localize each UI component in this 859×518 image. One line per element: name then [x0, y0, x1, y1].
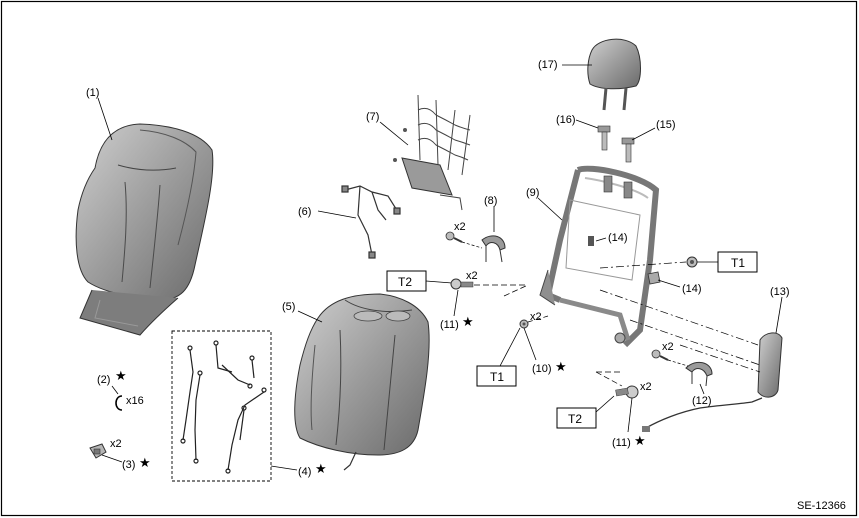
- trim-wires: [180, 340, 267, 474]
- bolt-11-upper: [450, 278, 474, 290]
- torque-box-t2b: [556, 407, 597, 429]
- nut-10: [519, 319, 529, 329]
- callout-2: (2): [97, 374, 110, 386]
- qty-x2-bolt11a: x2: [466, 270, 478, 282]
- torque-t1b: T1: [731, 256, 745, 270]
- headrest-guide-16: [597, 125, 611, 151]
- clip-part: [115, 395, 123, 411]
- star-2: ★: [115, 368, 127, 383]
- star-11b: ★: [634, 433, 646, 448]
- qty-x2-screw8: x2: [454, 221, 466, 233]
- torque-box-t1b: [717, 251, 758, 273]
- wire-kit-box: [171, 330, 272, 482]
- callout-5: (5): [282, 301, 295, 313]
- callout-11b: (11): [612, 437, 631, 449]
- callout-8: (8): [484, 195, 497, 207]
- screw-12: [651, 349, 669, 361]
- reference-code: SE-12366: [797, 500, 846, 512]
- callout-13: (13): [770, 286, 790, 298]
- star-10: ★: [555, 359, 567, 374]
- lumbar-spring-assembly: [393, 94, 471, 211]
- seat-back-frame: [539, 165, 660, 348]
- callout-3: (3): [122, 459, 135, 471]
- retainer-clip: [89, 443, 107, 459]
- torque-box-t1a: [476, 365, 517, 387]
- qty-x2-clip: x2: [110, 438, 122, 450]
- torque-t2b: T2: [568, 412, 582, 426]
- star-11a: ★: [462, 314, 474, 329]
- nut-t1-right: [686, 256, 698, 268]
- screw-8: [445, 231, 463, 243]
- callout-14a: (14): [608, 232, 628, 244]
- callout-16: (16): [556, 114, 576, 126]
- callout-15: (15): [656, 119, 676, 131]
- bracket-8: [481, 235, 506, 263]
- star-3: ★: [139, 455, 151, 470]
- callout-10: (10): [532, 363, 552, 375]
- seat-back-trim-cover: [75, 123, 214, 336]
- headrest-guide-15: [621, 137, 635, 163]
- callout-14b: (14): [682, 283, 702, 295]
- bolt-11-lower: [615, 385, 639, 399]
- qty-x2-nut10: x2: [530, 311, 542, 323]
- bracket-12: [685, 361, 713, 387]
- torque-t2a: T2: [398, 275, 412, 289]
- star-4: ★: [315, 461, 327, 476]
- seat-back-pad: [294, 293, 430, 471]
- callout-12: (12): [692, 395, 712, 407]
- callout-9: (9): [526, 187, 539, 199]
- qty-x2-screw12: x2: [662, 341, 674, 353]
- callout-4: (4): [298, 466, 311, 478]
- callout-1: (1): [86, 87, 99, 99]
- torque-t1a: T1: [490, 370, 504, 384]
- wiring-harness: [341, 185, 401, 259]
- qty-x16: x16: [126, 395, 144, 407]
- side-airbag-module: [642, 332, 783, 432]
- qty-x2-bolt11b: x2: [640, 381, 652, 393]
- callout-7: (7): [366, 111, 379, 123]
- callout-17: (17): [538, 59, 558, 71]
- callout-11a: (11): [440, 319, 459, 331]
- headrest: [587, 38, 641, 111]
- callout-6: (6): [298, 206, 311, 218]
- clip-14: [647, 271, 661, 285]
